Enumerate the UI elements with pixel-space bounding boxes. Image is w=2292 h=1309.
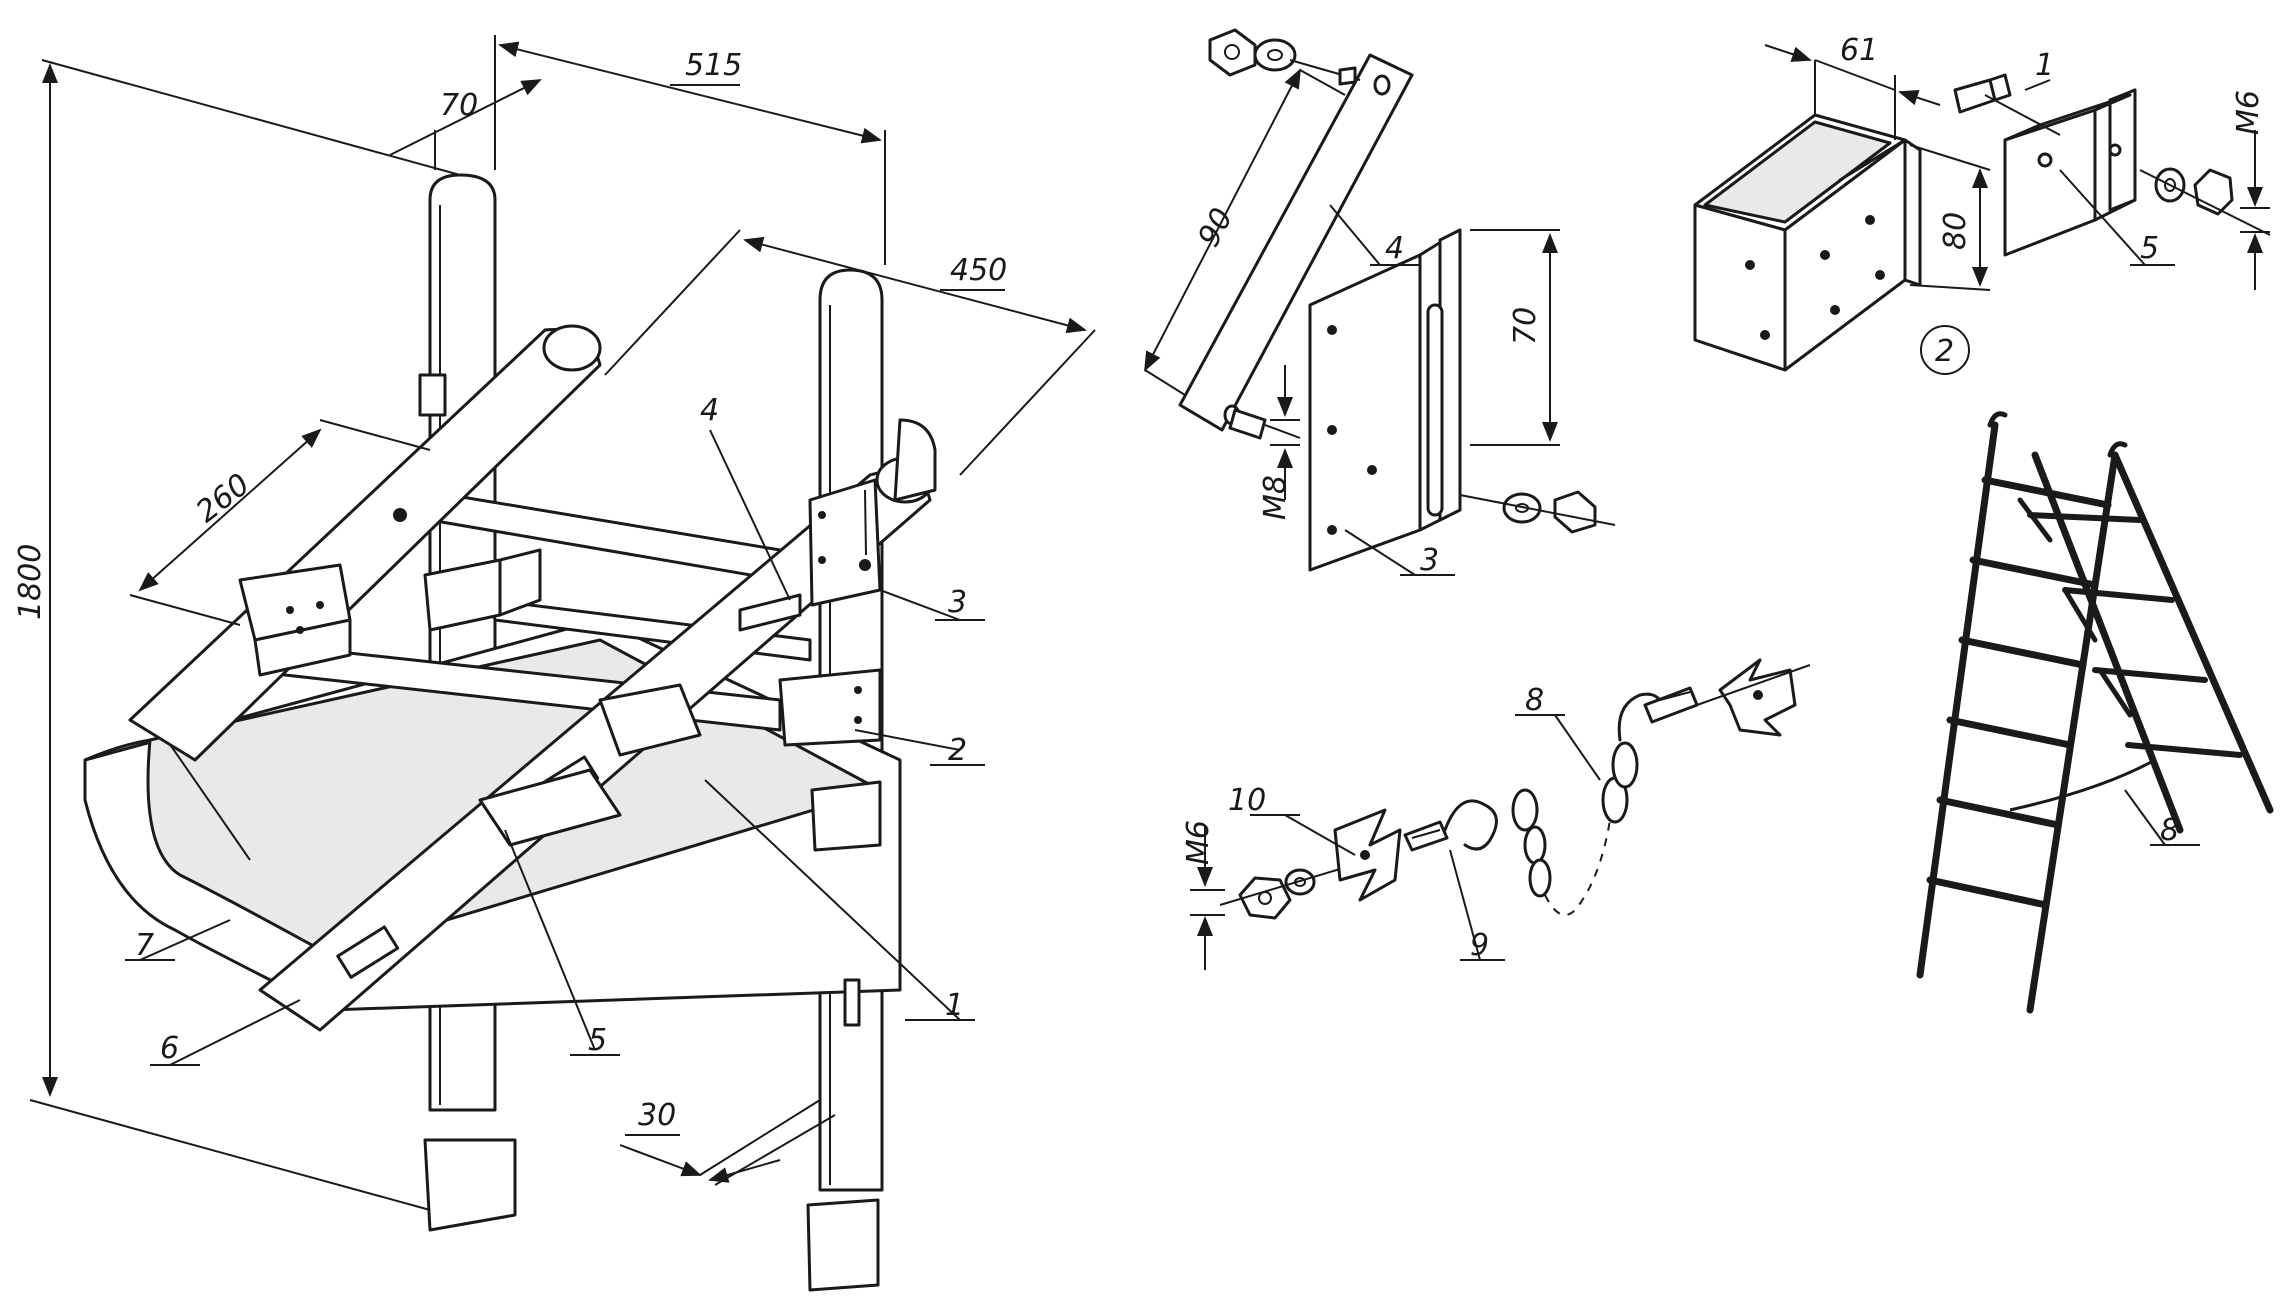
dim-450-text: 450 — [950, 253, 1007, 288]
label-detail-3: 3 — [1420, 543, 1439, 578]
label-plate-10: 10 — [1228, 783, 1266, 818]
main-leaders: 1 2 3 4 5 6 7 — [125, 393, 985, 1066]
detail-bracket-view: 90 M8 70 4 3 — [1144, 28, 1616, 578]
main-assembly-view: 515 70 450 260 1800 — [13, 35, 1096, 1292]
dim-70-bracket-text: 70 — [1508, 307, 1543, 345]
top-nut-washer — [1208, 28, 1361, 86]
dim-m6-right: M6 — [2231, 90, 2270, 290]
dim-260-text: 260 — [190, 467, 257, 530]
dim-515: 515 — [494, 35, 886, 265]
dim-70-bracket: 70 — [1470, 229, 1560, 446]
dim-30: 30 — [619, 1098, 836, 1186]
dim-80: 80 — [1909, 144, 1991, 291]
dim-450: 450 — [604, 229, 1096, 476]
label-chain-8: 8 — [1525, 683, 1544, 718]
label-detail-1: 1 — [2035, 48, 2054, 83]
hook-part-9 — [1403, 799, 1498, 852]
detail-box-view: 2 61 80 — [1693, 33, 2271, 375]
left-post-bracket — [418, 373, 542, 632]
detail-chain-view: M6 10 9 8 — [1181, 658, 1811, 970]
plate-part-10 — [1333, 808, 1402, 902]
chain-part-8 — [1511, 686, 1699, 916]
dim-30-text: 30 — [638, 1098, 676, 1133]
u-bracket-part-5 — [2003, 88, 2137, 257]
dim-515-text: 515 — [685, 48, 742, 83]
dim-61: 61 — [1764, 33, 1941, 140]
label-detail-4: 4 — [1385, 231, 1404, 266]
label-hook-9: 9 — [1470, 928, 1489, 963]
dim-90-text: 90 — [1191, 202, 1240, 252]
dim-m8-text: M8 — [1258, 475, 1293, 520]
label-main-2: 2 — [948, 733, 967, 768]
label-main-1: 1 — [945, 988, 964, 1023]
dim-m6-left-text: M6 — [1181, 820, 1216, 865]
chain-nut-washer — [1219, 859, 1371, 920]
dim-m8: M8 — [1258, 365, 1300, 520]
label-circled-2: 2 — [1935, 334, 1954, 369]
label-ladder-8: 8 — [2160, 813, 2179, 848]
dim-1800-text: 1800 — [13, 544, 48, 620]
bracket-part-3 — [1308, 228, 1462, 572]
part5-nut-washer — [2139, 167, 2271, 236]
label-detail-5: 5 — [2140, 231, 2159, 266]
dim-61-text: 61 — [1840, 33, 1878, 68]
bracket-nut-washer — [1459, 490, 1616, 534]
dim-70-top: 70 — [389, 79, 542, 170]
circled-part-2: 2 — [1920, 325, 1970, 375]
box-bracket-part-2 — [1693, 113, 1922, 372]
bolt-part-1 — [1953, 73, 2061, 136]
label-main-5: 5 — [588, 1023, 607, 1058]
label-main-4: 4 — [700, 393, 719, 428]
dim-m6-right-text: M6 — [2231, 90, 2266, 135]
dim-1800: 1800 — [13, 59, 461, 1211]
dim-70-top-text: 70 — [440, 88, 478, 123]
label-main-7: 7 — [135, 928, 154, 963]
dim-80-text: 80 — [1938, 212, 1973, 250]
label-main-3: 3 — [948, 585, 967, 620]
dim-m6-left: M6 — [1181, 820, 1225, 970]
step-ladder-view: 8 — [1916, 411, 2274, 1014]
post-brackets — [738, 418, 937, 1027]
bottom-bolt — [1228, 408, 1301, 440]
chain-plate-right — [1696, 658, 1811, 737]
label-main-6: 6 — [160, 1031, 179, 1066]
